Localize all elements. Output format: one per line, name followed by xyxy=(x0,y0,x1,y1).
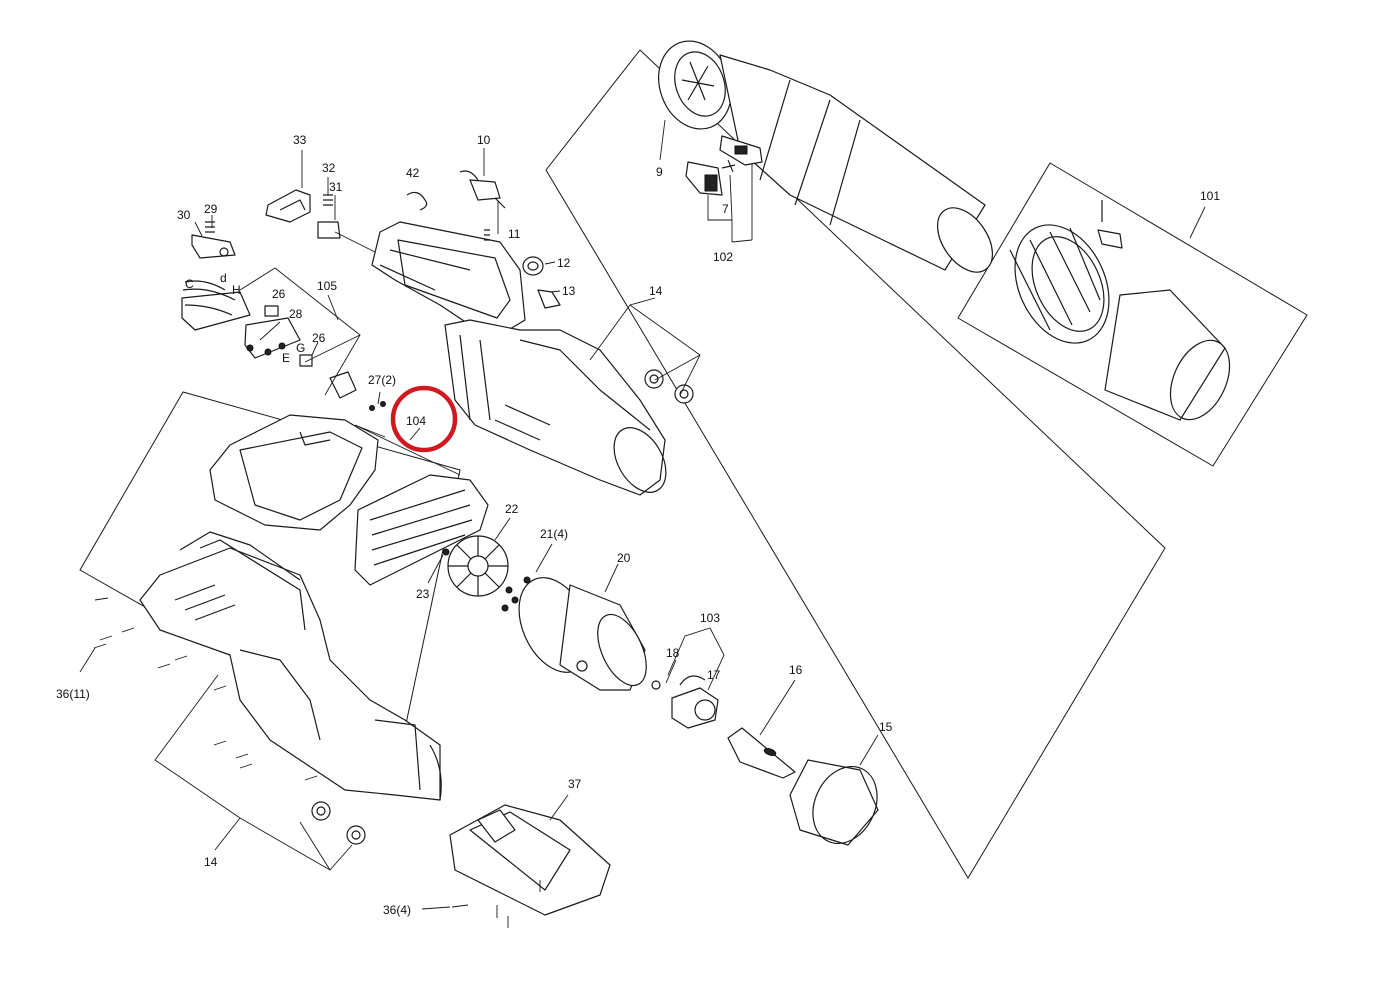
bracket-27 xyxy=(329,371,386,411)
label-29: 29 xyxy=(204,202,218,216)
label-37: 37 xyxy=(568,777,582,791)
letter-c: C xyxy=(185,277,194,291)
label-16: 16 xyxy=(789,663,803,677)
small-top-parts xyxy=(265,170,561,309)
letter-d: d xyxy=(220,271,227,285)
motor-shroud xyxy=(209,414,379,531)
label-26-lower: 26 xyxy=(312,331,326,345)
label-30: 30 xyxy=(177,208,191,222)
label-10: 10 xyxy=(477,133,491,147)
frame-nozzle-assembly xyxy=(545,49,1166,879)
label-14-upper: 14 xyxy=(649,284,663,298)
label-21: 21(4) xyxy=(540,527,568,541)
latch-parts xyxy=(685,135,763,196)
nozzle-adapter xyxy=(1009,200,1231,421)
letter-g: G xyxy=(296,341,305,355)
label-28: 28 xyxy=(289,307,303,321)
label-17: 17 xyxy=(707,668,721,682)
screws-21 xyxy=(501,576,531,612)
label-15: 15 xyxy=(879,720,893,734)
ring-15 xyxy=(789,759,879,846)
label-36-11: 36(11) xyxy=(56,687,90,701)
fan-22 xyxy=(442,535,509,597)
label-26-upper: 26 xyxy=(272,287,286,301)
letter-h: H xyxy=(232,283,241,297)
grommets-lower xyxy=(311,801,366,845)
switch-housing xyxy=(371,221,526,333)
label-31: 31 xyxy=(329,180,343,194)
letter-e: E xyxy=(282,351,290,365)
highlight-circle xyxy=(390,385,458,453)
switch-pcb: C d H E G xyxy=(181,271,313,367)
label-23: 23 xyxy=(416,587,430,601)
label-32: 32 xyxy=(322,161,336,175)
label-9: 9 xyxy=(656,165,663,179)
label-14-lower: 14 xyxy=(204,855,218,869)
upper-housing xyxy=(444,319,667,496)
label-11: 11 xyxy=(508,227,521,241)
motor-103 xyxy=(651,675,719,729)
battery-base-37 xyxy=(449,804,611,916)
label-12: 12 xyxy=(557,256,571,270)
label-102: 102 xyxy=(713,250,733,264)
label-42: 42 xyxy=(406,166,420,180)
cone-16 xyxy=(727,727,796,779)
label-22: 22 xyxy=(505,502,519,516)
label-13: 13 xyxy=(562,284,576,298)
label-20: 20 xyxy=(617,551,631,565)
label-36-4: 36(4) xyxy=(383,903,411,917)
label-101: 101 xyxy=(1200,189,1220,203)
label-103: 103 xyxy=(700,611,720,625)
baffle-104 xyxy=(354,474,489,586)
trigger-assembly xyxy=(191,221,236,259)
screws-36 xyxy=(93,597,541,928)
label-7: 7 xyxy=(722,202,729,216)
air-tube xyxy=(658,40,994,273)
leader-lines xyxy=(79,119,1206,910)
label-27: 27(2) xyxy=(368,373,396,387)
label-18: 18 xyxy=(666,646,680,660)
grommets-upper xyxy=(644,369,694,404)
lower-housing xyxy=(139,531,442,801)
label-104: 104 xyxy=(406,414,426,428)
fan-housing-20 xyxy=(518,577,647,691)
label-33: 33 xyxy=(293,133,307,147)
label-105: 105 xyxy=(317,279,337,293)
part-labels: 33 32 31 42 10 11 30 29 12 13 26 105 28 … xyxy=(56,133,1220,917)
